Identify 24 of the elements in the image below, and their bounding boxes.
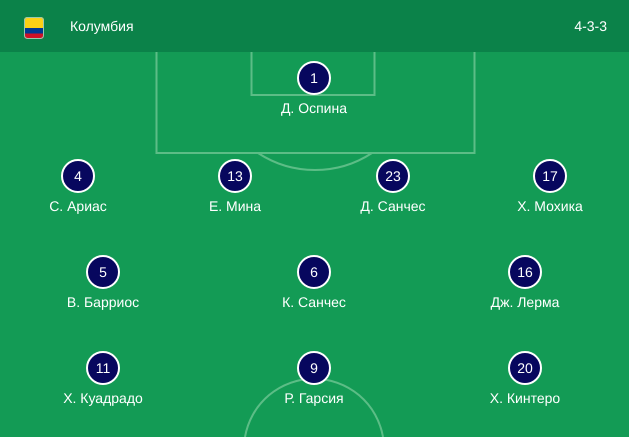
player-number: 6 [297, 255, 331, 289]
player-name: С. Ариас [49, 198, 107, 214]
player-number: 9 [297, 351, 331, 385]
player-number: 11 [86, 351, 120, 385]
player-name: Дж. Лерма [490, 294, 560, 310]
player-number: 16 [508, 255, 542, 289]
player-number: 4 [61, 159, 95, 193]
player-name: Х. Кинтеро [490, 390, 560, 406]
player-name: Х. Куадрадо [63, 390, 143, 406]
player-name: Д. Санчес [360, 198, 426, 214]
player-number: 23 [376, 159, 410, 193]
player-name: Д. Оспина [280, 100, 348, 116]
player-number: 17 [533, 159, 567, 193]
player-name: Х. Мохика [517, 198, 583, 214]
player-name: Е. Мина [208, 198, 262, 214]
player-name: В. Барриос [66, 294, 140, 310]
formation-label: 4-3-3 [574, 18, 607, 35]
player-number: 20 [508, 351, 542, 385]
team-name: Колумбия [70, 18, 134, 35]
player-name: К. Санчес [282, 294, 346, 310]
player-number: 1 [297, 61, 331, 95]
player-number: 5 [86, 255, 120, 289]
player-name: Р. Гарсия [284, 390, 344, 406]
player-number: 13 [218, 159, 252, 193]
